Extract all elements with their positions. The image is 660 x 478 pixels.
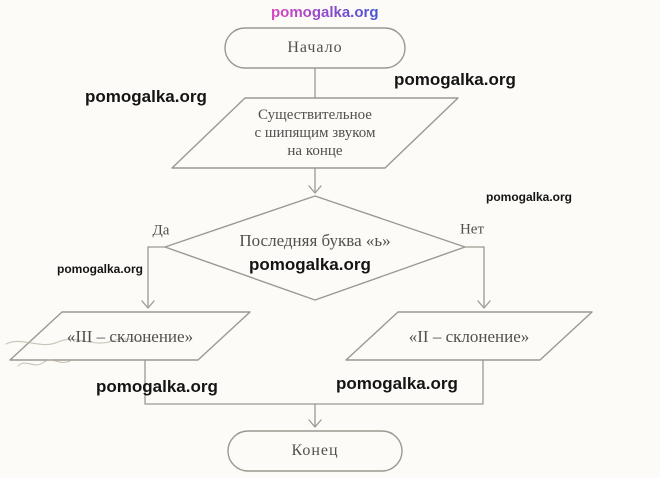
arrowhead-into-decision bbox=[308, 185, 322, 194]
right-result-label: «II – склонение» bbox=[408, 327, 530, 346]
input-line-1: Существительное bbox=[258, 107, 372, 123]
branch-no-label: Нет bbox=[459, 221, 485, 238]
connector-merge bbox=[144, 359, 484, 405]
watermark-top-gradient: pomogalka.org bbox=[271, 4, 379, 21]
input-parallelogram-label: Существительное с шипящим звуком на конц… bbox=[255, 106, 376, 160]
handwriting-scribble bbox=[5, 338, 153, 346]
left-result-label: «III – склонение» bbox=[66, 327, 194, 346]
arrowhead-into-end bbox=[308, 419, 322, 428]
end-terminator-shape bbox=[227, 430, 403, 472]
watermark-lower-right: pomogalka.org bbox=[336, 374, 458, 393]
watermark-upper-left: pomogalka.org bbox=[85, 87, 207, 106]
end-terminator-label: Конец bbox=[291, 442, 339, 459]
connector-yes-branch bbox=[147, 246, 166, 307]
start-terminator-shape bbox=[224, 27, 406, 69]
watermark-mid-right: pomogalka.org bbox=[486, 190, 573, 204]
arrowhead-into-right-result bbox=[477, 300, 491, 309]
input-line-2: с шипящим звуком bbox=[254, 125, 376, 141]
handwriting-scribble bbox=[17, 359, 71, 367]
watermark-lower-left: pomogalka.org bbox=[96, 377, 218, 396]
decision-diamond-shape bbox=[164, 195, 466, 301]
start-terminator-label: Начало bbox=[287, 39, 343, 56]
watermark-mid-left: pomogalka.org bbox=[57, 262, 144, 276]
decision-label: Последняя буква «ь» bbox=[239, 231, 391, 250]
branch-yes-label: Да bbox=[152, 222, 170, 239]
watermark-center: pomogalka.org bbox=[249, 255, 371, 274]
input-line-3: на конце bbox=[287, 143, 343, 159]
arrowhead-into-left-result bbox=[141, 300, 155, 309]
input-parallelogram-shape bbox=[171, 97, 459, 169]
left-result-parallelogram-shape bbox=[9, 311, 251, 361]
right-result-parallelogram-shape bbox=[345, 311, 593, 361]
watermark-upper-right: pomogalka.org bbox=[394, 70, 516, 89]
connector-no-branch bbox=[464, 246, 485, 307]
